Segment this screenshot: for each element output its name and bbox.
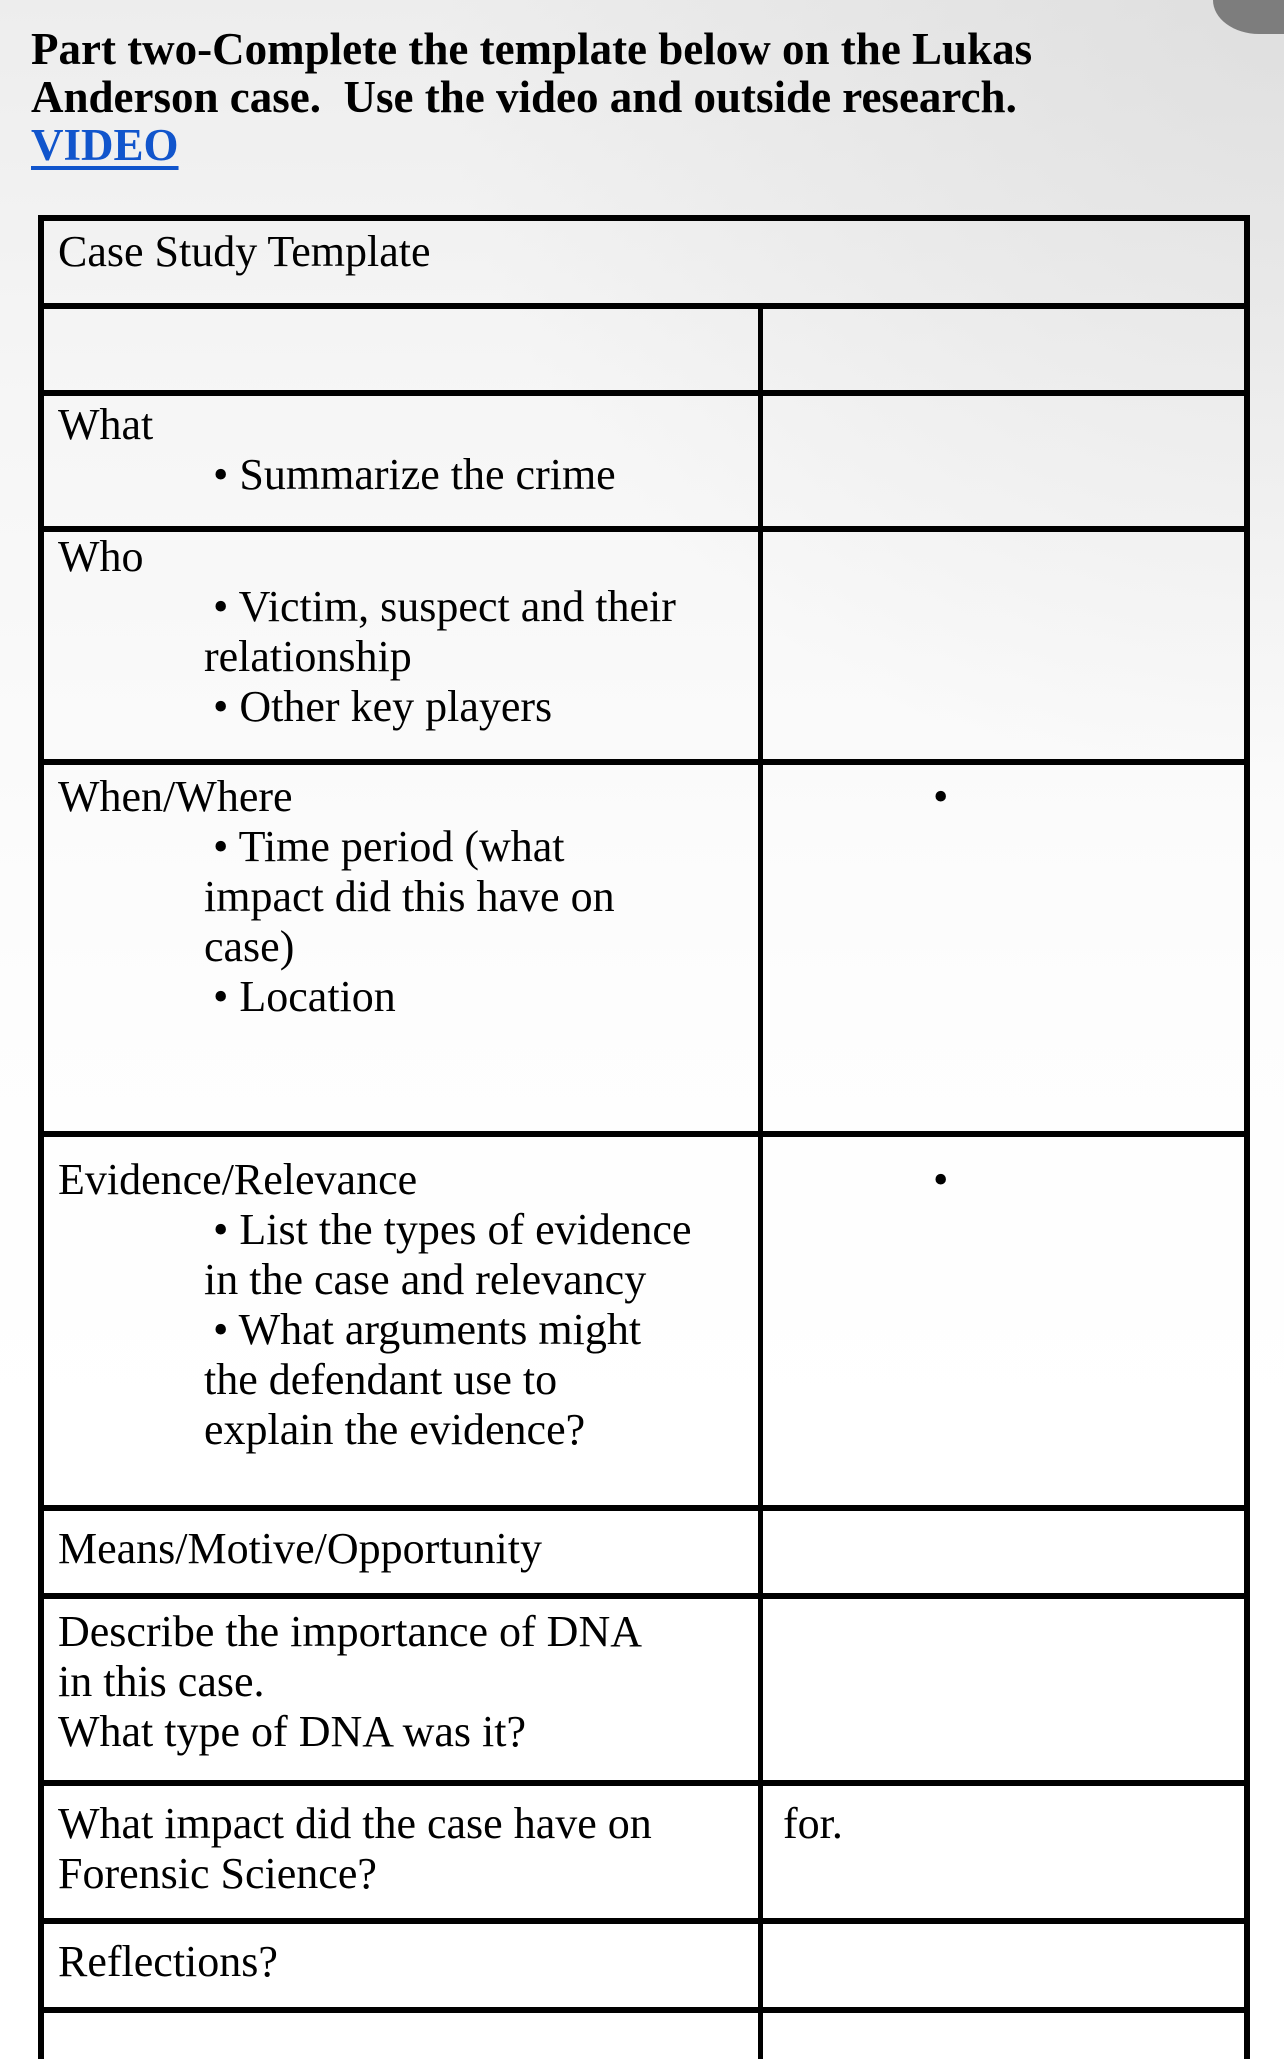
row-label: Reflections? xyxy=(58,1937,278,1986)
forensic-answer-cell[interactable]: for. xyxy=(763,1786,1244,1918)
page-title: Part two-Complete the template below on … xyxy=(31,25,1032,169)
video-link[interactable]: VIDEO xyxy=(31,120,179,170)
row-label-line: What type of DNA was it? xyxy=(58,1707,526,1756)
evidence-label-cell: Evidence/Relevance • List the types of e… xyxy=(44,1137,763,1505)
when-where-label-cell: When/Where • Time period (what impact di… xyxy=(44,765,763,1131)
wrap-line: relationship xyxy=(204,632,412,681)
blank-row xyxy=(44,309,1244,396)
partial-answer-cell[interactable] xyxy=(763,2013,1244,2059)
reflections-label-cell: Reflections? xyxy=(44,1924,763,2007)
forensic-label-cell: What impact did the case have on Forensi… xyxy=(44,1786,763,1918)
bullet-item: • Summarize the crime xyxy=(213,450,616,499)
row-label: What impact did the case have on xyxy=(58,1799,652,1848)
bullet-item: • Victim, suspect and their xyxy=(213,582,676,631)
dna-label-cell: Describe the importance of DNA in this c… xyxy=(44,1599,763,1780)
who-answer-cell[interactable] xyxy=(763,532,1244,759)
corner-overlay xyxy=(1213,0,1284,34)
bullet-item: • What arguments might xyxy=(213,1305,642,1354)
partial-left-cell[interactable] xyxy=(44,2013,763,2059)
bullet-item: • Location xyxy=(213,972,396,1021)
reflections-answer-cell[interactable] xyxy=(763,1924,1244,2007)
reflections-row: Reflections? xyxy=(44,1924,1244,2013)
case-study-table: Case Study Template What • Summarize the… xyxy=(38,215,1250,2059)
table-title-cell: Case Study Template xyxy=(44,221,1244,303)
what-answer-cell[interactable] xyxy=(763,396,1244,526)
bullet-item: • Other key players xyxy=(213,682,553,731)
row-label: When/Where xyxy=(58,772,293,821)
table-title-row: Case Study Template xyxy=(44,221,1244,309)
means-answer-cell[interactable] xyxy=(763,1511,1244,1593)
who-label-cell: Who • Victim, suspect and their relation… xyxy=(44,532,763,759)
what-label-cell: What • Summarize the crime xyxy=(44,396,763,526)
blank-answer-cell[interactable] xyxy=(763,309,1244,390)
dna-answer-cell[interactable] xyxy=(763,1599,1244,1780)
evidence-answer-cell[interactable]: • xyxy=(763,1137,1244,1505)
answer-bullet: • xyxy=(933,1155,949,1204)
dna-row: Describe the importance of DNA in this c… xyxy=(44,1599,1244,1786)
when-where-answer-cell[interactable]: • xyxy=(763,765,1244,1131)
partial-row xyxy=(44,2013,1244,2059)
wrap-line: in the case and relevancy xyxy=(204,1255,647,1304)
forensic-impact-row: What impact did the case have on Forensi… xyxy=(44,1786,1244,1924)
row-label-line: Forensic Science? xyxy=(58,1849,377,1898)
what-row: What • Summarize the crime xyxy=(44,396,1244,532)
row-label: Describe the importance of DNA xyxy=(58,1607,643,1656)
answer-text: for. xyxy=(783,1799,843,1848)
evidence-relevance-row: Evidence/Relevance • List the types of e… xyxy=(44,1137,1244,1511)
heading-line-2: Anderson case. Use the video and outside… xyxy=(31,72,1017,122)
bullet-item: • List the types of evidence xyxy=(213,1205,692,1254)
wrap-line: impact did this have on xyxy=(204,872,615,921)
row-label: Means/Motive/Opportunity xyxy=(58,1524,542,1573)
means-label-cell: Means/Motive/Opportunity xyxy=(44,1511,763,1593)
bullet-item: • Time period (what xyxy=(213,822,565,871)
table-title: Case Study Template xyxy=(58,227,431,276)
row-label: Who xyxy=(58,532,144,581)
when-where-row: When/Where • Time period (what impact di… xyxy=(44,765,1244,1137)
wrap-line: case) xyxy=(204,922,295,971)
means-motive-opportunity-row: Means/Motive/Opportunity xyxy=(44,1511,1244,1599)
row-label: Evidence/Relevance xyxy=(58,1155,418,1204)
who-row: Who • Victim, suspect and their relation… xyxy=(44,532,1244,765)
wrap-line: explain the evidence? xyxy=(204,1405,586,1454)
blank-left-cell[interactable] xyxy=(44,309,763,390)
heading-line-1: Part two-Complete the template below on … xyxy=(31,24,1033,74)
answer-bullet: • xyxy=(933,772,949,821)
row-label-line: in this case. xyxy=(58,1657,265,1706)
wrap-line: the defendant use to xyxy=(204,1355,558,1404)
row-label: What xyxy=(58,400,154,449)
